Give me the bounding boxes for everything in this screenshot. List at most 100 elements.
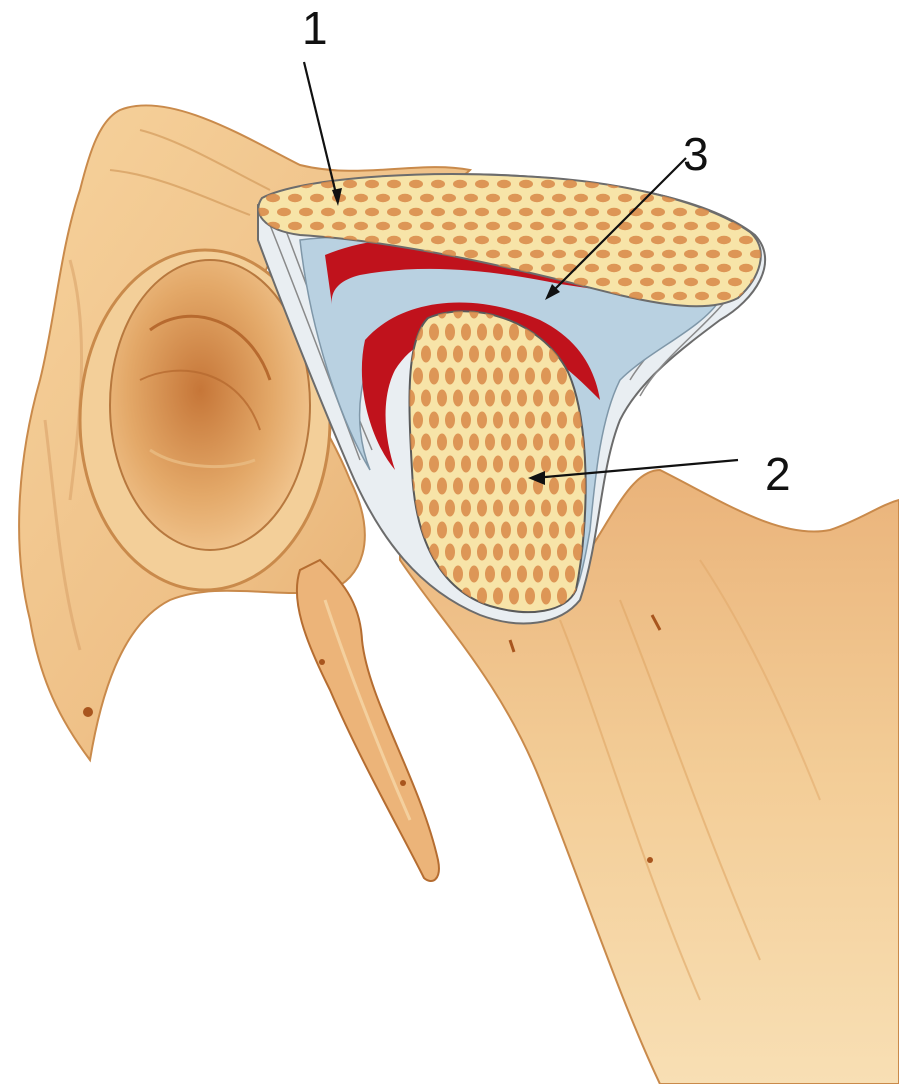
styloid-process (297, 560, 439, 881)
bone-pore (413, 368, 423, 385)
bone-pore (618, 194, 632, 202)
bone-pore (493, 456, 503, 473)
bone-pore (485, 346, 495, 363)
bone-pore (549, 434, 559, 451)
bone-pore (549, 522, 559, 539)
bone-pore (501, 522, 511, 539)
bone-pore (453, 236, 467, 244)
bone-pore (387, 208, 401, 216)
callout-3-label: 3 (683, 128, 709, 180)
bone-pore (431, 180, 445, 188)
bone-pore (501, 434, 511, 451)
bone-pore (695, 264, 709, 272)
bone-pore (563, 180, 577, 188)
bone-pore (485, 522, 495, 539)
bone-pore (607, 236, 621, 244)
bone-pore (552, 250, 566, 258)
bone-pore (573, 456, 583, 473)
bone-pore (461, 456, 471, 473)
bone-pore (429, 368, 439, 385)
bone-pore (477, 412, 487, 429)
bone-pore (398, 194, 412, 202)
bone-pore (750, 222, 764, 230)
bone-pore (509, 456, 519, 473)
bone-pore (486, 250, 500, 258)
bone-pore (585, 208, 599, 216)
bone-pore (509, 588, 519, 605)
bone-pore (739, 208, 753, 216)
bone-pore (728, 194, 742, 202)
bone-pore (477, 368, 487, 385)
bone-pore (525, 544, 535, 561)
bone-pore (437, 522, 447, 539)
bone-pore (431, 236, 445, 244)
bone-pore (717, 292, 731, 300)
bone-pore (469, 478, 479, 495)
bone-pore (445, 500, 455, 517)
bone-pore (387, 236, 401, 244)
bone-pore (509, 500, 519, 517)
bone-pore (541, 544, 551, 561)
bone-pore (563, 208, 577, 216)
bone-pore (557, 588, 567, 605)
bone-pore (549, 390, 559, 407)
bone-pore (706, 278, 720, 286)
bone-pore (501, 390, 511, 407)
bone-pore (445, 368, 455, 385)
bone-pore (541, 264, 555, 272)
bone-pore (517, 346, 527, 363)
bone-pore (509, 324, 519, 341)
bone-pore (517, 434, 527, 451)
bone-pore (565, 566, 575, 583)
bone-pore (365, 180, 379, 188)
bone-pore (445, 456, 455, 473)
bone-pore (509, 544, 519, 561)
bone-pore (739, 180, 753, 188)
bone-pore (497, 208, 511, 216)
bone-pore (461, 544, 471, 561)
bone-pore (750, 194, 764, 202)
bone-pore (706, 194, 720, 202)
bone-pore (420, 222, 434, 230)
bone-pore (453, 522, 463, 539)
bone-pore (618, 250, 632, 258)
bone-pore (618, 278, 632, 286)
bone-pore (662, 250, 676, 258)
bone-pore (469, 566, 479, 583)
bone-pore (497, 236, 511, 244)
bone-pore (519, 208, 533, 216)
bone-pore (541, 208, 555, 216)
bone-pore (530, 194, 544, 202)
bone-pore (299, 208, 313, 216)
bone-pore (541, 412, 551, 429)
bone-pore (525, 500, 535, 517)
bone-pore (429, 456, 439, 473)
bone-pore (453, 390, 463, 407)
bone-pore (728, 222, 742, 230)
bone-pore (530, 250, 544, 258)
bone-pore (376, 194, 390, 202)
bone-pore (552, 222, 566, 230)
bone-pore (508, 250, 522, 258)
bone-pore (517, 478, 527, 495)
bone-pore (493, 324, 503, 341)
bone-pore (421, 478, 431, 495)
bone-pore (662, 222, 676, 230)
bone-pore (310, 222, 324, 230)
bone-pore (563, 236, 577, 244)
bone-pore (409, 180, 423, 188)
bone-pore (469, 390, 479, 407)
bone-pore (437, 434, 447, 451)
bone-pore (413, 456, 423, 473)
bone-pore (517, 566, 527, 583)
bone-pore (533, 522, 543, 539)
bone-pore (541, 456, 551, 473)
bone-pore (541, 180, 555, 188)
bone-pore (557, 544, 567, 561)
bone-pore (607, 264, 621, 272)
bone-pore (288, 222, 302, 230)
bone-pore (684, 250, 698, 258)
bone-pore (541, 368, 551, 385)
bone-pore (343, 208, 357, 216)
bone-pore (421, 346, 431, 363)
